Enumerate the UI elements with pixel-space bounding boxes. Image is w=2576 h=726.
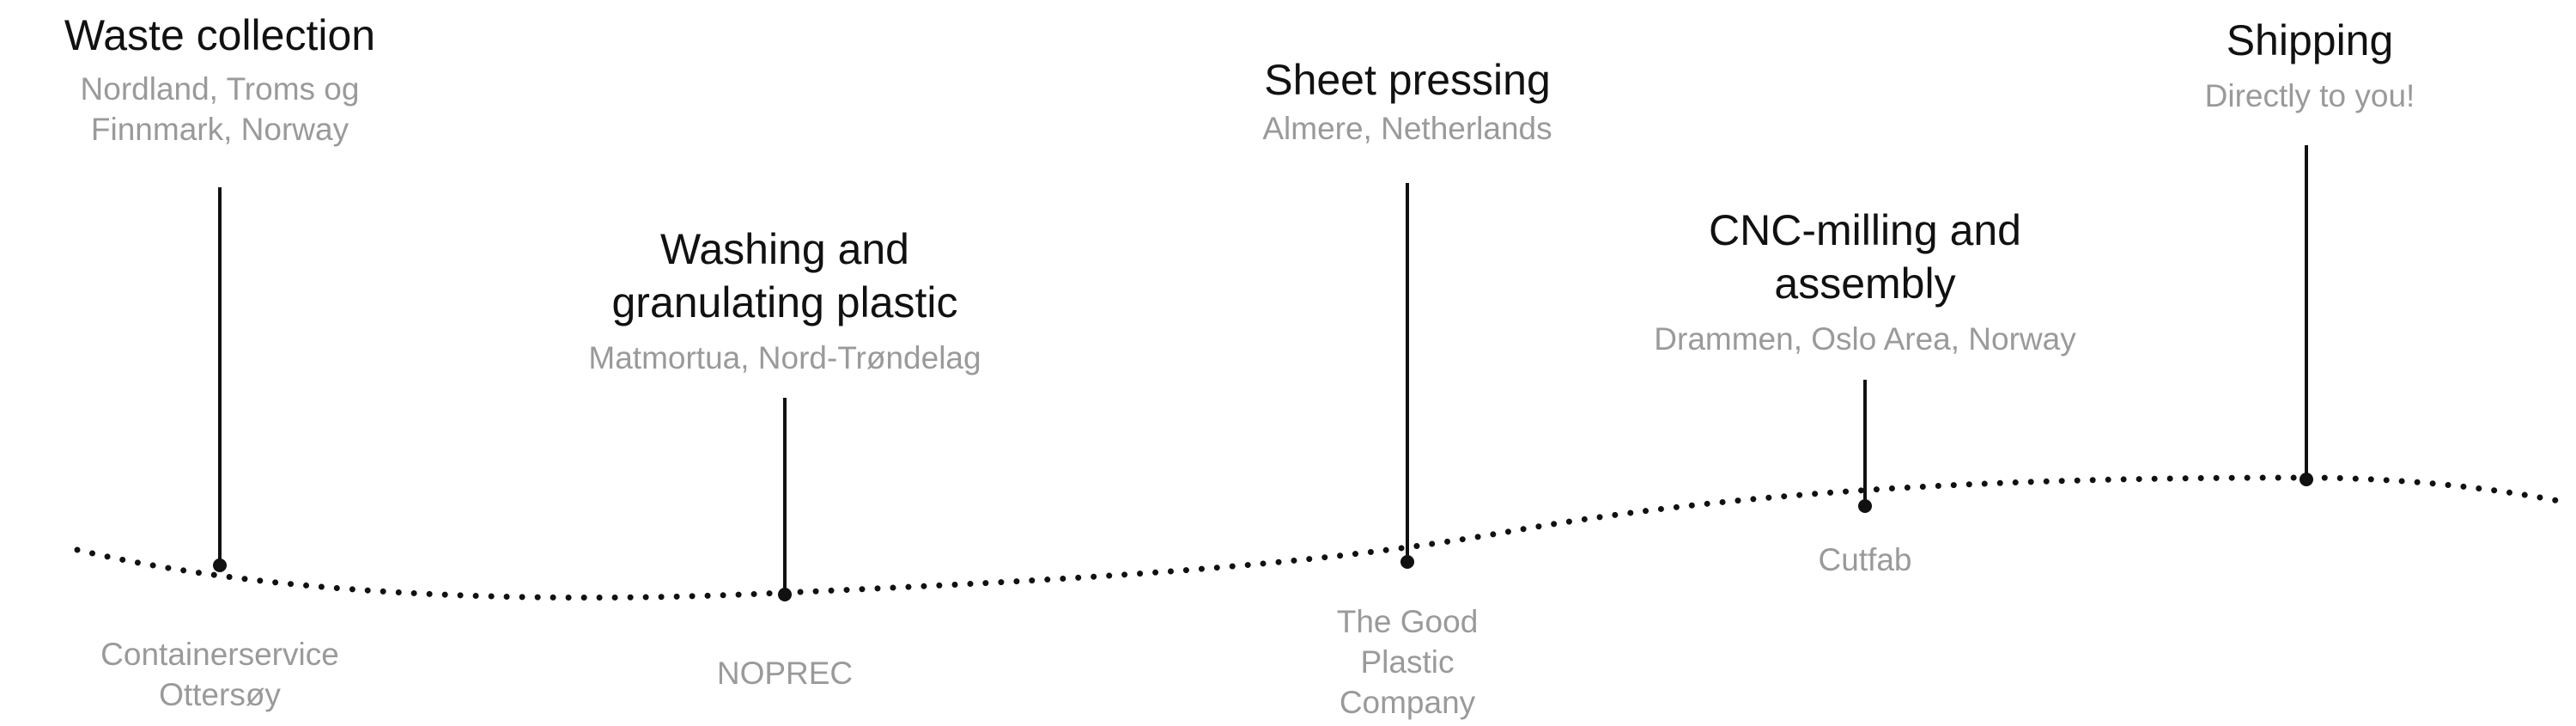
- stage-location: Directly to you!: [2204, 78, 2415, 113]
- stage-location: Matmortua, Nord-Trøndelag: [588, 340, 981, 375]
- stage-title: Washing and granulating plastic: [611, 225, 958, 326]
- stage-shipping: Shipping Directly to you!: [2129, 14, 2490, 116]
- partner-the-good-plastic-company: The Good Plastic Company: [1336, 604, 1479, 720]
- stage-marker-dot: [213, 558, 227, 572]
- stage-washing-granulating: Washing and granulating plastic Matmortu…: [544, 223, 1025, 378]
- stage-waste-collection: Waste collection Nordland, Troms og Finn…: [14, 9, 426, 149]
- partner-containerservice-ottersoy: Containerservice Ottersøy: [100, 637, 339, 712]
- stage-location: Almere, Netherlands: [1262, 111, 1552, 146]
- stage-marker-dot: [778, 588, 792, 601]
- partner-noprec: NOPREC: [716, 656, 854, 691]
- dotted-route-line: [74, 474, 2571, 601]
- stage-location: Drammen, Oslo Area, Norway: [1654, 321, 2076, 357]
- partner-cutfab: Cutfab: [1818, 542, 1912, 577]
- stage-marker-dot: [1858, 499, 1872, 513]
- stage-cnc-milling-assembly: CNC-milling and assembly Drammen, Oslo A…: [1616, 204, 2114, 359]
- stage-marker-dot: [2300, 473, 2313, 486]
- stage-marker-dot: [1400, 555, 1414, 569]
- stage-title: Waste collection: [64, 11, 376, 59]
- stage-sheet-pressing: Sheet pressing Almere, Netherlands: [1184, 53, 1631, 149]
- stage-title: CNC-milling and assembly: [1709, 206, 2021, 308]
- stage-title: Sheet pressing: [1264, 56, 1551, 104]
- stage-location: Nordland, Troms og Finnmark, Norway: [80, 71, 360, 147]
- stage-title: Shipping: [2226, 16, 2394, 64]
